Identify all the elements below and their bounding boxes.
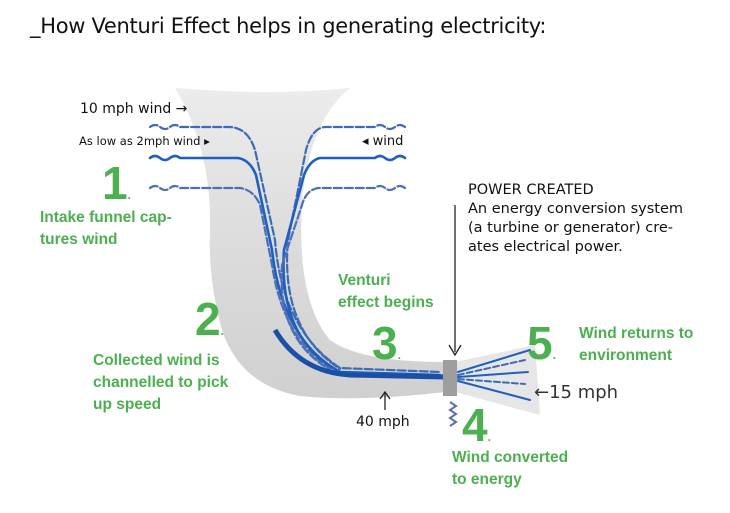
left-stream-mid: [148, 154, 442, 377]
power-line: An energy conversion system: [468, 201, 684, 217]
step-2-number: 2.: [195, 293, 224, 345]
power-line: ates electrical power.: [468, 239, 623, 255]
left-triangle-icon: ◂: [362, 134, 369, 149]
wind-10mph-text: 10 mph wind: [80, 101, 172, 117]
wind-label-right: ◂ wind: [362, 134, 403, 149]
right-stream-low: [280, 184, 407, 377]
energy-zigzag-icon: [448, 401, 458, 427]
step-4-number: 4.: [462, 399, 491, 451]
step-2-text: Collected wind is channelled to pick up …: [93, 350, 228, 416]
step-5-number: 5.: [527, 317, 556, 369]
step-5-text: Wind returns to environment: [579, 323, 693, 367]
step-2-line: channelled to pick: [93, 374, 229, 391]
wind-label-2mph: As low as 2mph wind ▸: [79, 134, 210, 148]
power-heading: POWER CREATED: [468, 182, 594, 198]
exit-speed-label: ←15 mph: [534, 382, 619, 403]
step-3-digit: 3: [372, 317, 398, 369]
step-2-line: Collected wind is: [93, 352, 220, 369]
wind-label-10mph: 10 mph wind →: [80, 101, 187, 117]
step-2-line: up speed: [93, 396, 162, 413]
right-triangle-icon: ▸: [204, 134, 210, 148]
step-4-text: Wind converted to energy: [452, 447, 568, 491]
step-1-number: 1.: [102, 157, 131, 209]
throat-speed-label: 40 mph: [356, 414, 410, 430]
power-line: (a turbine or generator) cre-: [468, 220, 674, 236]
wind-2mph-text: As low as 2mph wind: [79, 134, 201, 148]
step-2-digit: 2: [195, 293, 221, 345]
step-5-line: environment: [579, 347, 673, 364]
step-3-line: Venturi: [338, 272, 391, 289]
step-3-number: 3.: [372, 317, 401, 369]
left-stream-top: [148, 123, 442, 374]
right-stream-mid: [282, 154, 407, 374]
exhaust-streams: [457, 349, 531, 401]
right-arrow-icon: →: [175, 101, 188, 117]
step-1-digit: 1: [102, 157, 128, 209]
step-1-line: tures wind: [40, 231, 118, 248]
step-1-text: Intake funnel cap- tures wind: [40, 207, 172, 251]
throat-speed-arrow-head: [379, 390, 391, 400]
turbine-block: [443, 360, 457, 396]
step-3-text: Venturi effect begins: [338, 270, 434, 314]
intake-funnel: [175, 88, 445, 399]
diagram-title: _How Venturi Effect helps in generating …: [30, 14, 547, 38]
step-1-line: Intake funnel cap-: [40, 209, 172, 226]
throat-flow: [272, 328, 446, 380]
step-3-line: effect begins: [338, 294, 434, 311]
power-arrow-head: [448, 344, 462, 357]
step-5-digit: 5: [527, 317, 553, 369]
power-created-note: POWER CREATED An energy conversion syste…: [468, 181, 683, 257]
step-5-line: Wind returns to: [579, 325, 694, 342]
step-4-line: Wind converted: [452, 449, 569, 466]
step-4-digit: 4: [462, 399, 488, 451]
right-stream-top: [286, 123, 407, 371]
wind-right-text: wind: [372, 134, 404, 149]
right-wind-streams: [280, 123, 407, 377]
step-4-line: to energy: [452, 471, 522, 488]
